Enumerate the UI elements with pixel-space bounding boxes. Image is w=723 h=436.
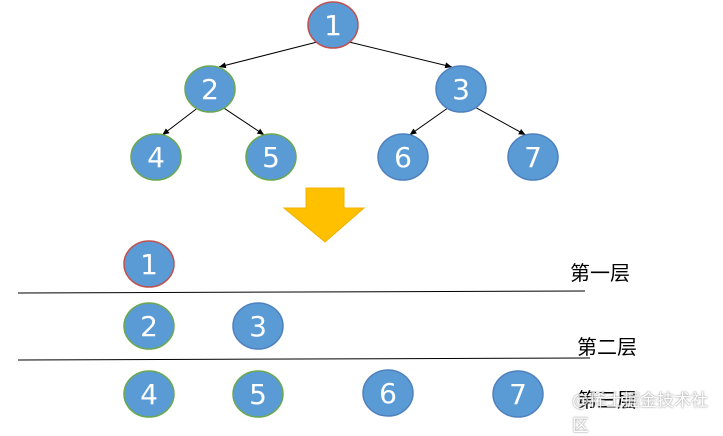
tree-node-7: 7 (507, 133, 559, 181)
tree-node-4-label: 4 (147, 141, 165, 174)
layer1-node-1: 1 (123, 240, 175, 288)
layer-divider-1 (17, 290, 586, 294)
layer3-node-7-circle (492, 370, 544, 418)
layer2-node-3-circle (232, 302, 284, 350)
tree-node-7-circle (507, 133, 559, 181)
tree-edge-1-2 (218, 40, 321, 69)
layer2-node-2: 2 (123, 302, 175, 350)
layer3-node-4-circle (123, 370, 175, 418)
layer2-node-3: 3 (232, 302, 284, 350)
tree-node-2: 2 (184, 65, 236, 113)
tree-edge-2-4 (161, 104, 202, 136)
tree-node-4: 4 (130, 133, 182, 181)
layer-nodes: 1 2 3 4 5 6 7 (123, 240, 544, 418)
tree-node-2-label: 2 (201, 73, 219, 106)
tree-edge-2-5 (219, 104, 265, 136)
tree-node-6: 6 (377, 133, 429, 181)
down-arrow-icon (282, 187, 366, 243)
tree-nodes: 1 2 3 4 5 6 7 (130, 1, 559, 181)
layer1-node-1-label: 1 (140, 248, 158, 281)
layer-dividers (17, 290, 591, 361)
layer3-node-5-circle (232, 370, 284, 418)
down-arrow-shape (282, 187, 366, 243)
tree-node-1-circle (307, 1, 359, 49)
tree-node-3-label: 3 (452, 73, 470, 106)
tree-node-5-label: 5 (262, 141, 280, 174)
layer3-node-5-label: 5 (249, 378, 267, 411)
tree-edge-3-7 (470, 104, 526, 136)
tree-node-6-circle (377, 133, 429, 181)
layer3-node-4: 4 (123, 370, 175, 418)
tree-node-7-label: 7 (524, 141, 542, 174)
tree-node-6-label: 6 (394, 141, 412, 174)
layer3-node-6-circle (362, 369, 414, 417)
tree-node-1-label: 1 (324, 9, 342, 42)
tree-diagram: 1 2 3 4 5 6 7 1 2 3 4 5 6 7 (17, 1, 591, 418)
tree-node-3-circle (435, 65, 487, 113)
tree-edge-1-3 (345, 40, 453, 69)
layer2-node-3-label: 3 (249, 310, 267, 343)
tree-node-1: 1 (307, 1, 359, 49)
tree-node-5: 5 (245, 133, 297, 181)
layer3-node-4-label: 4 (140, 378, 158, 411)
layer3-node-6-label: 6 (379, 377, 397, 410)
tree-node-4-circle (130, 133, 182, 181)
watermark: @稀土掘金技术社区 (572, 391, 708, 436)
layer2-node-2-label: 2 (140, 310, 158, 343)
layer2-node-2-circle (123, 302, 175, 350)
layer-label-3: 第三层 (577, 388, 637, 412)
tree-node-5-circle (245, 133, 297, 181)
tree-edge-3-6 (409, 104, 453, 136)
layer3-node-7-label: 7 (509, 378, 527, 411)
layer1-node-1-circle (123, 240, 175, 288)
tree-node-2-circle (184, 65, 236, 113)
tree-edges (161, 40, 526, 136)
layer-divider-2 (17, 357, 591, 361)
tree-node-3: 3 (435, 65, 487, 113)
layer3-node-5: 5 (232, 370, 284, 418)
layer-label-2: 第二层 (577, 335, 637, 359)
layer3-node-7: 7 (492, 370, 544, 418)
layer3-node-6: 6 (362, 369, 414, 417)
layer-label-1: 第一层 (570, 261, 630, 285)
